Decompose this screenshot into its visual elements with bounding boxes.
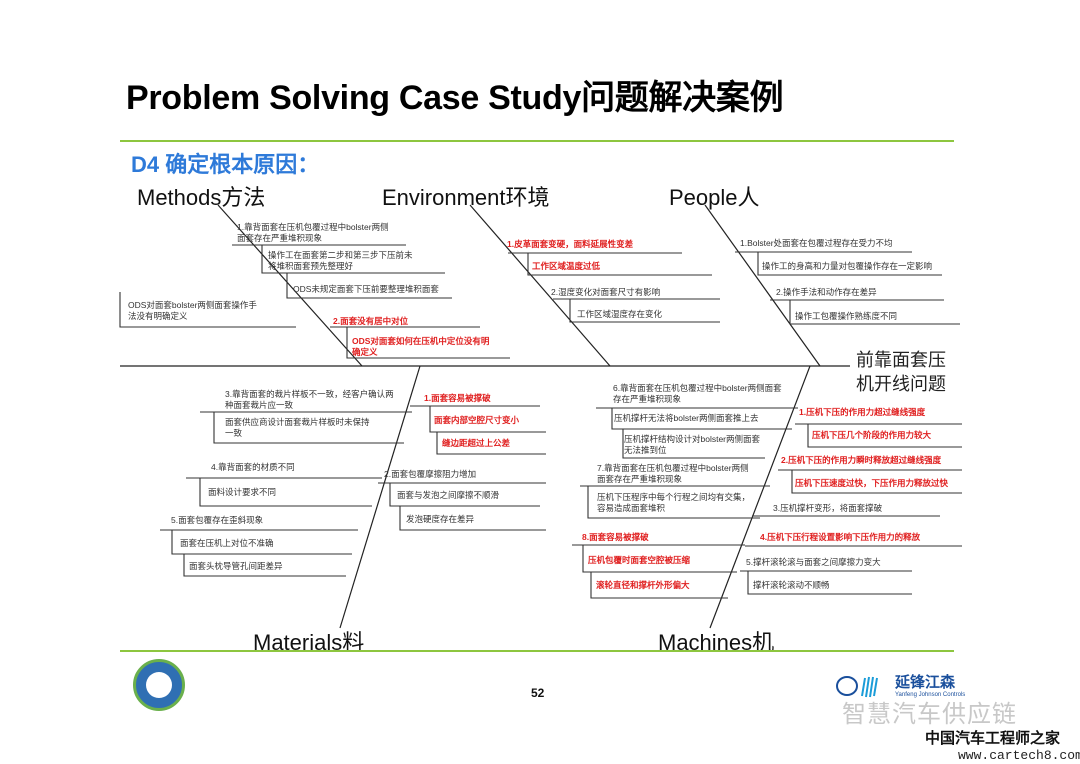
brand-subtitle: Yanfeng Johnson Controls [895,692,966,698]
people-cause-2: 2.操作手法和动作存在差异 [776,287,877,297]
people-branch [789,300,960,325]
materials-branch [199,478,372,507]
machines-cause-6-sub-1: 压机撑杆无法将bolster两侧面套推上去 [614,413,759,423]
materials-cause-2-sub-1: 面套与发泡之间摩擦不顺滑 [397,490,500,500]
materials-cause-5-sub-1: 面套在压机上对位不准确 [180,538,274,548]
materials-cause-2: 2.面套包覆摩擦阻力增加 [384,469,477,479]
materials-cause-3: 3.靠背面套的裁片样板不一致，经客户确认两种面套裁片应一致 [225,389,394,410]
problem-line-2: 机开线问题 [856,374,946,394]
machines-branch [807,424,962,448]
machines-cause-2: 2.压机下压的作用力瞬时释放超过缝线强度 [781,455,942,465]
materials-branch [183,554,346,577]
machines-branch [590,572,728,599]
slide-title: Problem Solving Case Study问题解决案例 [126,79,784,117]
materials-cause-2-sub-2: 发泡硬度存在差异 [406,514,475,524]
machines-cause-7-sub-1: 压机下压程序中每个行程之间均有交集，容易造成面套堆积 [597,492,751,513]
rib-people [704,204,821,367]
materials-branch [171,530,352,555]
machines-branch [791,470,962,494]
brand-name: 延锋江森 [895,674,956,691]
people-cause-1: 1.Bolster处面套在包覆过程存在受力不均 [740,238,893,248]
machines-cause-8: 8.面套容易被撑破 [582,532,649,542]
machines-cause-7: 7.靠背面套在压机包覆过程中bolster两侧面套存在严重堆积现象 [597,463,749,484]
machines-cause-1: 1.压机下压的作用力超过缝线强度 [799,407,926,417]
materials-branch [429,406,546,433]
machines-branch [747,571,912,595]
methods-cause-left: ODS对面套bolster两侧面套操作手法没有明确定义 [128,300,257,321]
materials-branch [389,483,540,507]
problem-statement: 前靠面套压 机开线问题 [856,348,946,396]
people-cause-1-sub-1: 操作工的身高和力量对包覆操作存在一定影响 [762,261,933,271]
machines-branch [622,429,765,459]
machines-cause-8-sub-2: 滚轮直径和撑杆外形偏大 [596,580,690,590]
machines-branch [582,545,737,573]
materials-cause-1-sub-2: 缝边距超过上公差 [442,438,511,448]
materials-branch [399,506,546,531]
machines-cause-8-sub-1: 压机包覆时面套空腔被压缩 [588,555,691,565]
section-subtitle: D4 确定根本原因： [131,152,320,177]
machines-cause-4: 4.压机下压行程设置影响下压作用力的释放 [760,532,921,542]
materials-cause-5: 5.面套包覆存在歪斜现象 [171,515,264,525]
top-divider [120,140,954,142]
environment-cause-1-sub-1: 工作区域温度过低 [532,261,601,271]
materials-cause-3-sub-1: 面套供应商设计面套裁片样板时未保持一致 [225,417,370,438]
materials-cause-4-sub-1: 面料设计要求不同 [208,487,277,497]
environment-branch [569,299,720,323]
environment-cause-2-sub-1: 工作区域湿度存在变化 [577,309,663,319]
rib-methods [217,204,363,367]
materials-cause-4: 4.靠背面套的材质不同 [211,462,295,472]
watermark-wechat: 智慧汽车供应链 [842,701,1017,728]
materials-branch [436,432,546,455]
machines-cause-1-sub-1: 压机下压几个阶段的作用力较大 [812,430,932,440]
machines-cause-5-sub-1: 撑杆滚轮滚动不顺畅 [753,580,830,590]
yanfeng-logo-icon [836,676,878,698]
methods-branch [261,245,445,274]
category-methods: Methods方法 [137,185,266,210]
materials-branch [213,412,404,444]
methods-cause-2: 2.面套没有居中对位 [333,316,409,326]
machines-branch [587,486,760,519]
machines-cause-6: 6.靠背面套在压机包覆过程中bolster两侧面套存在严重堆积现象 [613,383,782,404]
environment-cause-1: 1.皮革面套变硬，面料延展性变差 [507,239,634,249]
methods-branch [346,327,510,359]
materials-cause-1-sub-1: 面套内部空腔尺寸变小 [434,415,520,425]
college-logo-icon [133,659,185,711]
category-materials: Materials料 [253,630,365,655]
methods-cause-1-sub-2: ODS未规定面套下压前要整理堆积面套 [293,284,439,294]
machines-cause-3: 3.压机撑杆变形，将面套撑破 [773,503,883,513]
machines-cause-5: 5.撑杆滚轮滚与面套之间摩擦力变大 [746,557,881,567]
machines-cause-6-sub-2: 压机撑杆结构设计对bolster两侧面套无法推到位 [624,434,761,455]
people-cause-2-sub-1: 操作工包覆操作熟练度不同 [795,311,898,321]
problem-line-1: 前靠面套压 [856,350,946,370]
methods-branch [119,292,296,328]
bottom-divider [120,650,954,652]
materials-cause-5-sub-2: 面套头枕导管孔间距差异 [189,561,283,571]
rib-materials [339,365,421,629]
watermark-url: www.cartech8.com [958,748,1080,763]
methods-cause-1-sub-1: 操作工在面套第二步和第三步下压前未将堆积面套预先整理好 [268,250,413,271]
methods-cause-2-sub-1: ODS对面套如何在压机中定位没有明确定义 [352,336,490,357]
people-branch [757,252,942,276]
rib-environment [469,204,611,367]
rib-machines [709,365,811,629]
machines-cause-2-sub-1: 压机下压速度过快，下压作用力释放过快 [795,478,949,488]
machines-branch [611,408,792,430]
category-machines: Machines机 [658,630,775,655]
methods-branch [286,273,452,299]
watermark-site-name: 中国汽车工程师之家 [925,729,1061,747]
category-people: People人 [669,185,760,210]
environment-cause-2: 2.湿度变化对面套尺寸有影响 [551,287,661,297]
materials-cause-1: 1.面套容易被撑破 [424,393,491,403]
methods-cause-1: 1.靠背面套在压机包覆过程中bolster两侧面套存在严重堆积现象 [237,222,389,243]
environment-branch [527,253,712,276]
category-environment: Environment环境 [382,185,550,210]
page-number: 52 [531,686,545,700]
